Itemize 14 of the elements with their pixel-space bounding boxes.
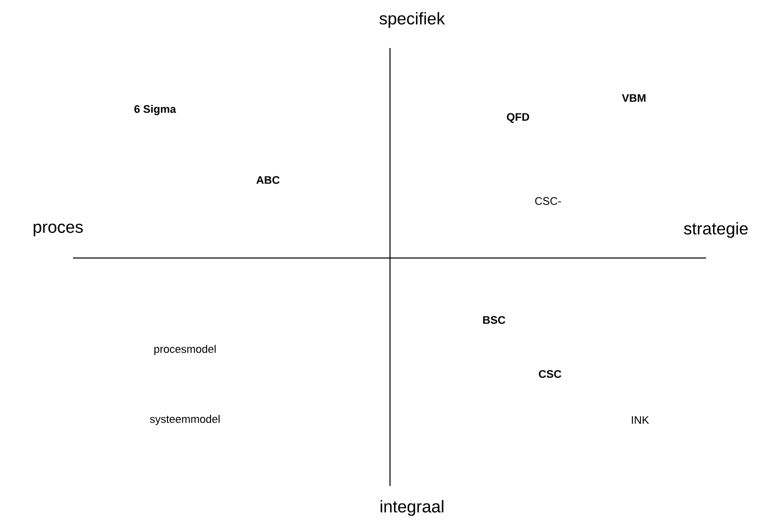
method-label: CSC xyxy=(538,370,562,378)
method-label: procesmodel xyxy=(154,344,216,356)
method-label: QFD xyxy=(506,113,530,123)
method-label: systeemmodel xyxy=(150,414,220,426)
method-label: BSC xyxy=(483,316,506,324)
axis-label: proces xyxy=(34,224,83,236)
axis-label: integraal xyxy=(380,500,444,516)
method-label: INK xyxy=(632,416,650,424)
method-label: CSC- xyxy=(535,197,561,205)
method-label: 6 Sigma xyxy=(134,104,176,116)
method-label: VBM xyxy=(622,94,646,102)
method-label: ABC xyxy=(256,176,280,184)
axis-label: specifiek xyxy=(380,12,445,28)
axis-label: strategie xyxy=(684,222,748,238)
